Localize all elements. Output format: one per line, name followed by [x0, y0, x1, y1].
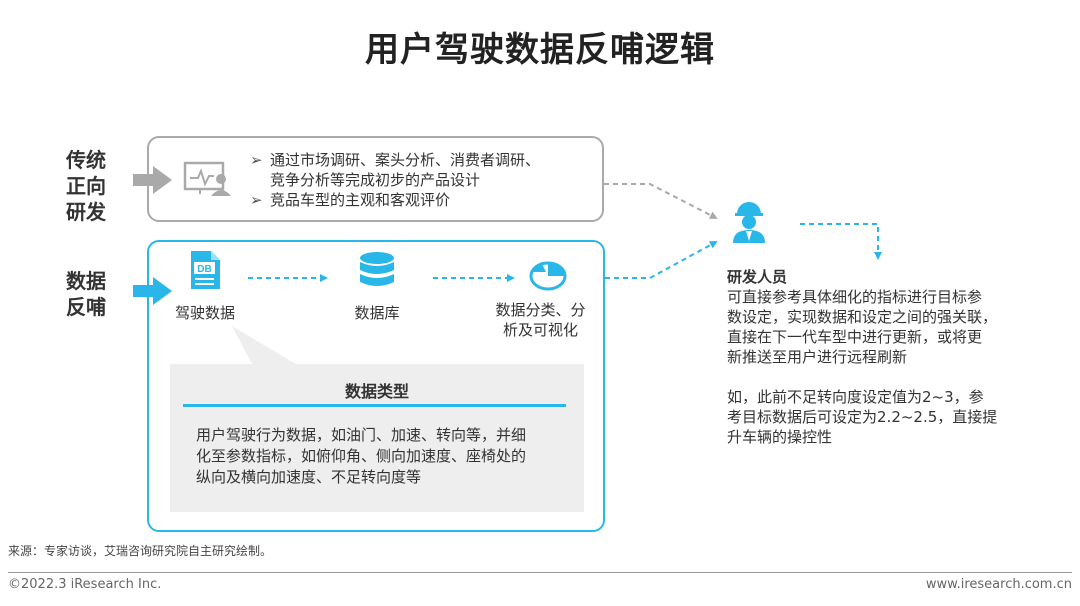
bullet-text: 竞争分析等完成初步的产品设计 — [270, 171, 481, 189]
bullet-arrow-icon: ➢ — [250, 151, 263, 169]
traditional-bullet: ➢ 竞品车型的主观和客观评价 — [250, 190, 450, 210]
page-title: 用户驾驶数据反哺逻辑 — [365, 30, 715, 70]
rd-title: 研发人员 — [727, 268, 788, 286]
traditional-label: 传统 正向 研发 — [66, 147, 106, 225]
feedback-label-line: 数据 — [66, 269, 106, 293]
feedback-process-box — [147, 240, 605, 532]
footer-website-link[interactable]: www.iresearch.com.cn — [925, 577, 1072, 592]
rd-line: 新推送至用户进行远程刷新 — [727, 348, 908, 366]
traditional-label-line: 传统 — [66, 148, 106, 172]
traditional-entry-arrow-icon — [133, 166, 172, 194]
arrow-rd-to-output — [800, 223, 882, 260]
traditional-label-line: 正向 — [66, 174, 106, 198]
traditional-bullet: ➢ 通过市场调研、案头分析、消费者调研、 竞争分析等完成初步的产品设计 — [250, 150, 540, 190]
rd-line: 直接在下一代车型中进行更新，或将更 — [727, 328, 983, 346]
data-types-callout-pointer — [232, 326, 296, 364]
feedback-label-line: 反哺 — [66, 295, 106, 319]
arrow-traditional-to-rd — [604, 183, 718, 219]
node-analysis-label-line: 析及可视化 — [502, 321, 578, 339]
presentation-icon — [183, 161, 231, 196]
db-badge-text: DB — [197, 264, 211, 275]
rd-line: 升车辆的操控性 — [727, 428, 833, 446]
feedback-entry-arrow-icon — [133, 277, 172, 305]
footer-divider — [8, 572, 1072, 573]
footer-copyright: ©2022.3 iResearch Inc. — [8, 577, 162, 592]
data-types-divider — [183, 404, 566, 407]
rd-paragraph-1: 可直接参考具体细化的指标进行目标参 数设定，实现数据和设定之间的强关联， 直接在… — [727, 287, 1032, 367]
pie-chart-icon — [529, 261, 567, 291]
data-types-panel — [170, 364, 584, 512]
source-note: 来源：专家访谈，艾瑞咨询研究院自主研究绘制。 — [8, 544, 273, 558]
db-file-icon: DB — [191, 251, 220, 289]
arrow-feedback-to-rd — [605, 241, 718, 279]
data-types-title: 数据类型 — [344, 382, 409, 401]
data-types-text: 用户驾驶行为数据，如油门、加速、转向等，并细 化至参数指标，如俯仰角、侧向加速度… — [196, 425, 571, 488]
node-database-label: 数据库 — [354, 304, 400, 322]
database-icon — [360, 252, 394, 286]
node-analysis-label: 数据分类、分 析及可视化 — [478, 300, 603, 340]
bullet-text: 通过市场调研、案头分析、消费者调研、 — [270, 151, 541, 169]
rd-paragraph-2: 如，此前不足转向度设定值为2~3，参 考目标数据后可设定为2.2~2.5，直接提… — [727, 387, 1032, 447]
data-types-line: 化至参数指标，如俯仰角、侧向加速度、座椅处的 — [196, 447, 527, 465]
rd-line: 考目标数据后可设定为2.2~2.5，直接提 — [727, 408, 998, 426]
rd-line: 数设定，实现数据和设定之间的强关联， — [727, 308, 998, 326]
node-driving-data-label: 驾驶数据 — [174, 304, 235, 322]
traditional-label-line: 研发 — [66, 200, 106, 224]
node-analysis-label-line: 数据分类、分 — [495, 301, 586, 319]
rd-line: 可直接参考具体细化的指标进行目标参 — [727, 288, 983, 306]
feedback-label: 数据 反哺 — [66, 268, 106, 320]
data-types-line: 纵向及横向加速度、不足转向度等 — [196, 468, 422, 486]
engineer-icon — [733, 202, 765, 243]
bullet-arrow-icon: ➢ — [250, 191, 263, 209]
rd-line: 如，此前不足转向度设定值为2~3，参 — [727, 388, 984, 406]
data-types-line: 用户驾驶行为数据，如油门、加速、转向等，并细 — [196, 426, 527, 444]
bullet-text: 竞品车型的主观和客观评价 — [270, 191, 451, 209]
